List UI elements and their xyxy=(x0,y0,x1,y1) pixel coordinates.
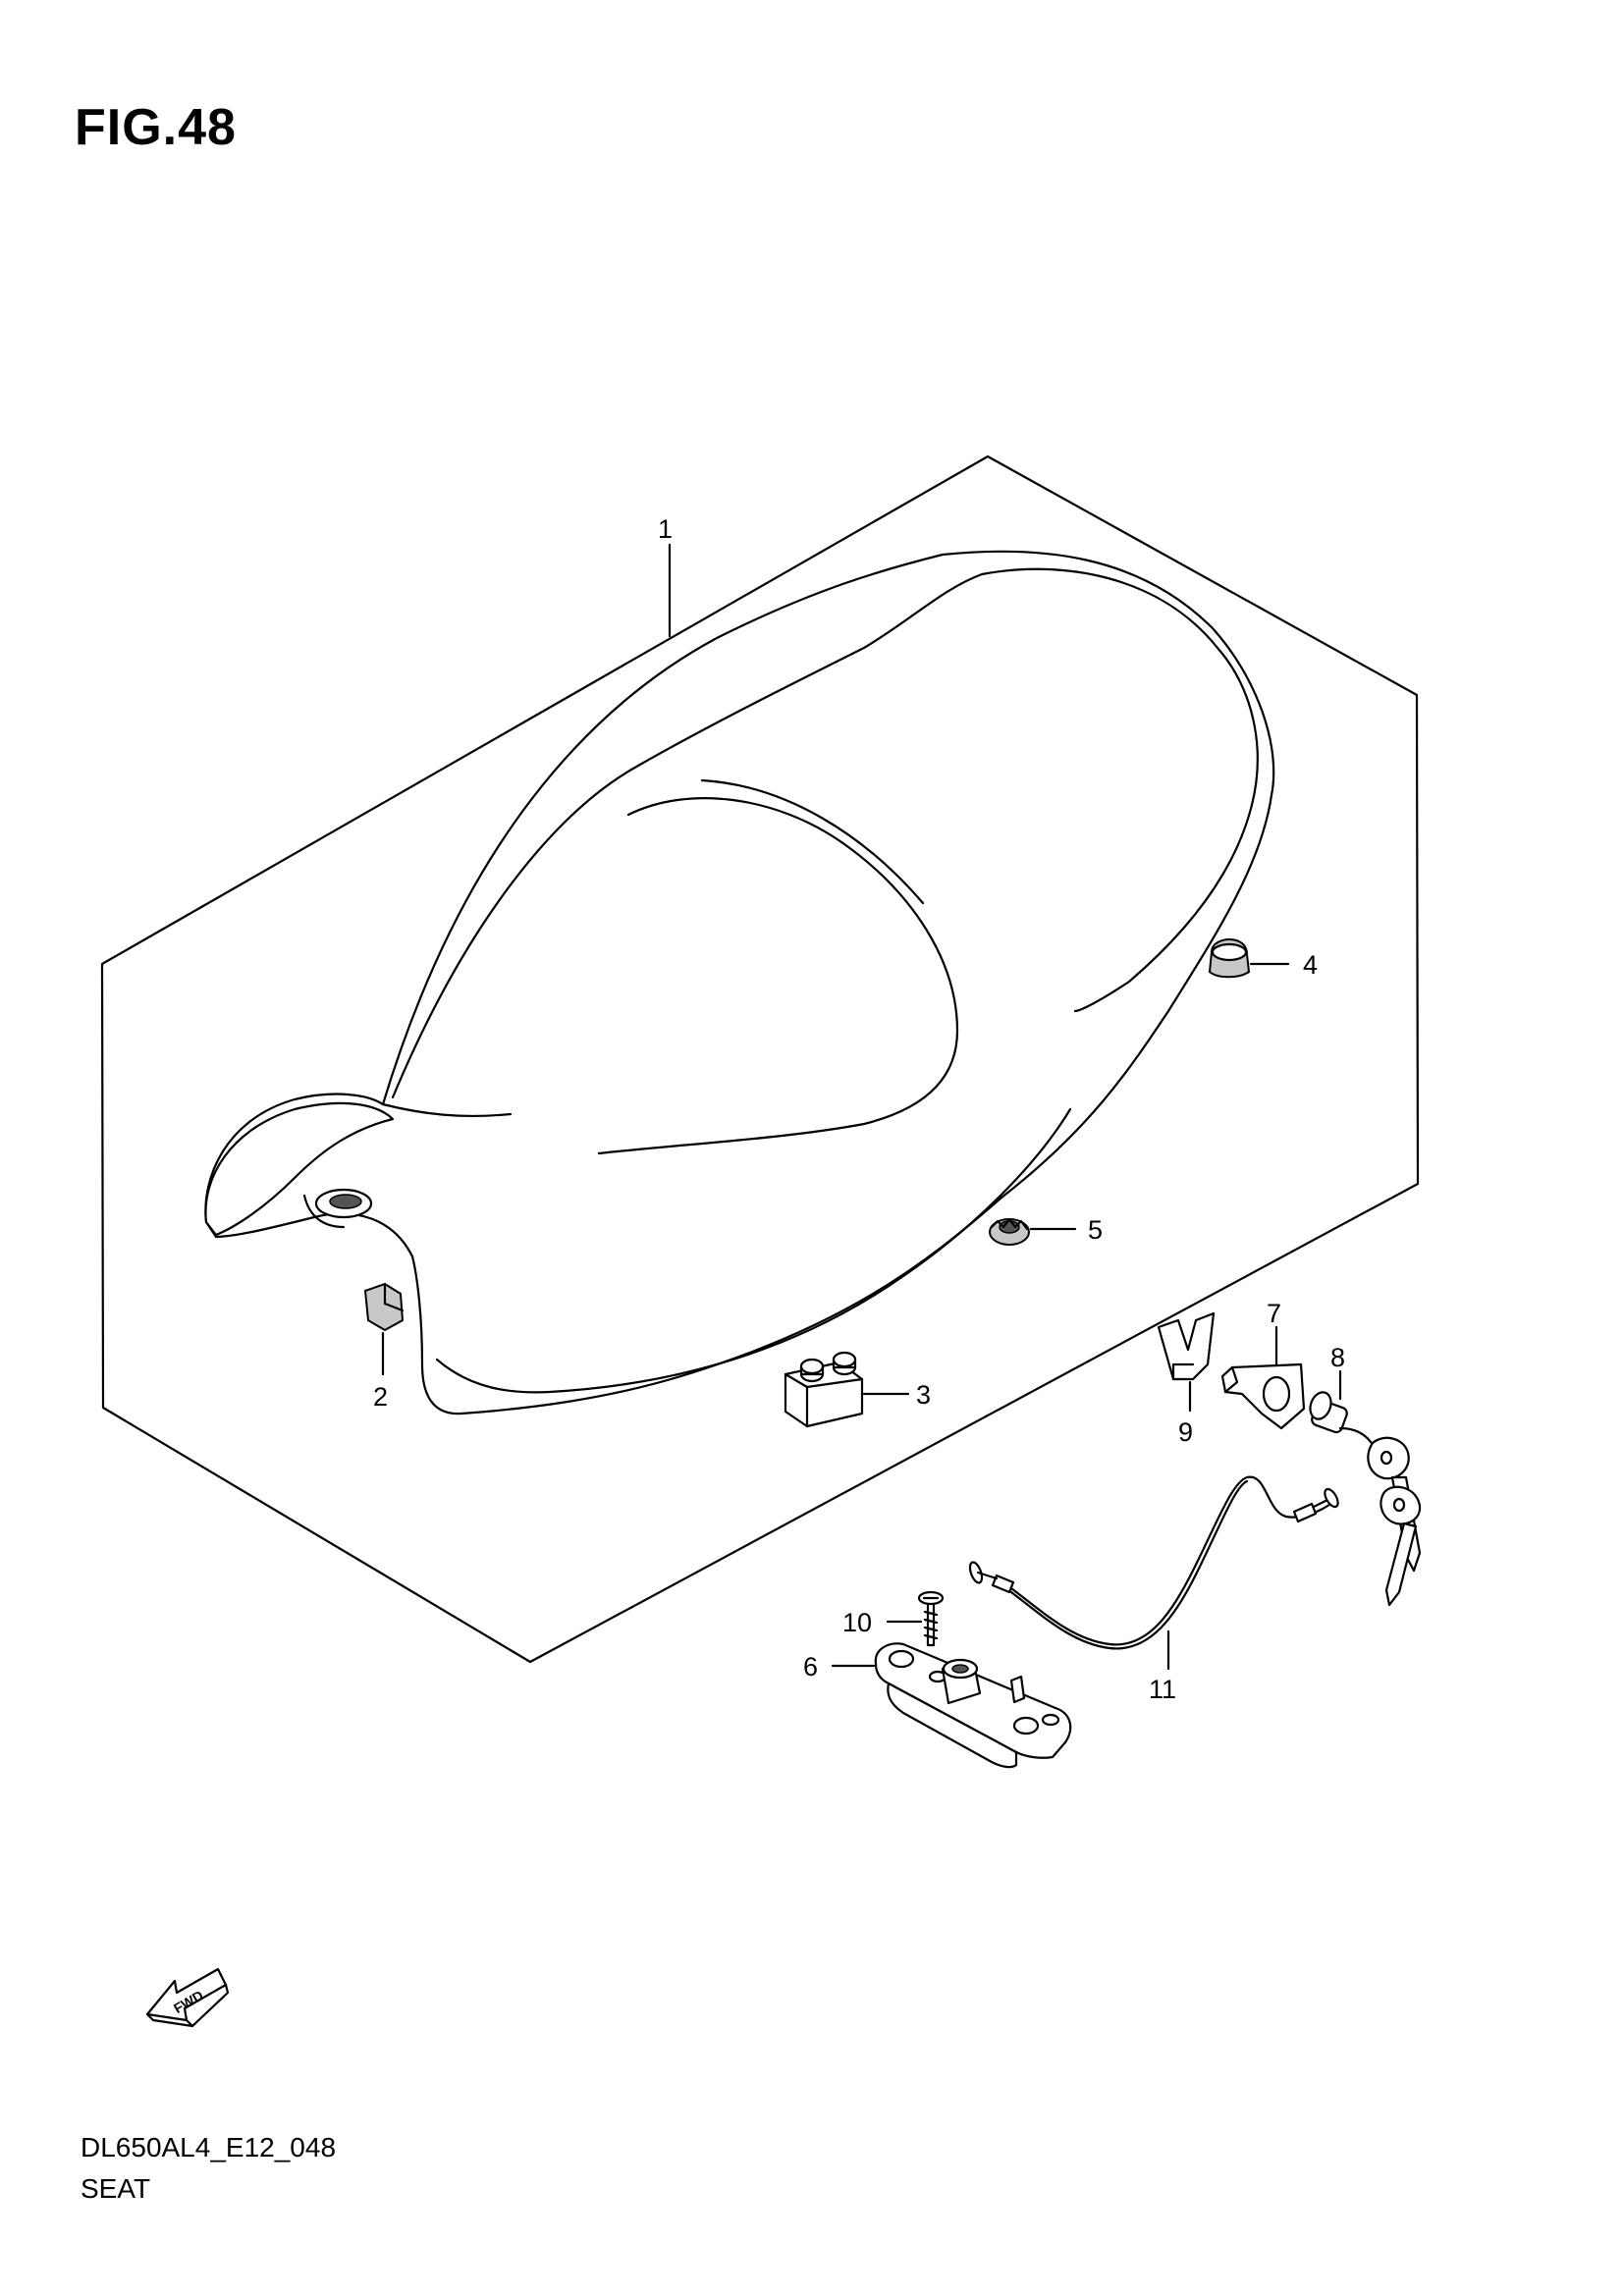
callout-8[interactable]: 8 xyxy=(1330,1343,1345,1372)
callout-3[interactable]: 3 xyxy=(916,1380,931,1410)
callout-11[interactable]: 11 xyxy=(1149,1675,1176,1704)
cushion-part-2[interactable] xyxy=(363,1282,405,1332)
clip-part-9[interactable] xyxy=(1157,1311,1216,1381)
assembly-outline xyxy=(100,454,1420,1664)
callout-5[interactable]: 5 xyxy=(1088,1215,1103,1245)
key-lock-part-8[interactable] xyxy=(1307,1389,1422,1607)
nut-part-5[interactable] xyxy=(989,1217,1030,1246)
rubber-cushion-part-4[interactable] xyxy=(1208,937,1251,979)
callout-4[interactable]: 4 xyxy=(1303,950,1318,980)
latch-plate-part-6[interactable] xyxy=(874,1642,1072,1769)
callout-9[interactable]: 9 xyxy=(1178,1417,1193,1447)
callout-6[interactable]: 6 xyxy=(803,1652,818,1682)
callout-2[interactable]: 2 xyxy=(373,1382,388,1412)
figure-name: SEAT xyxy=(81,2173,151,2204)
screw-part-10[interactable] xyxy=(917,1590,945,1647)
callout-1[interactable]: 1 xyxy=(658,514,673,544)
callout-10[interactable]: 10 xyxy=(842,1608,872,1637)
fwd-arrow-icon: FWD xyxy=(145,1967,230,2028)
figure-code: DL650AL4_E12_048 xyxy=(81,2132,337,2163)
figure-title: FIG.48 xyxy=(75,99,237,156)
bracket-part-7[interactable] xyxy=(1220,1362,1306,1430)
cable-part-11[interactable] xyxy=(968,1475,1341,1650)
rubber-block-part-3[interactable] xyxy=(784,1351,864,1428)
callout-7[interactable]: 7 xyxy=(1267,1299,1281,1328)
seat-part[interactable] xyxy=(204,550,1275,1415)
